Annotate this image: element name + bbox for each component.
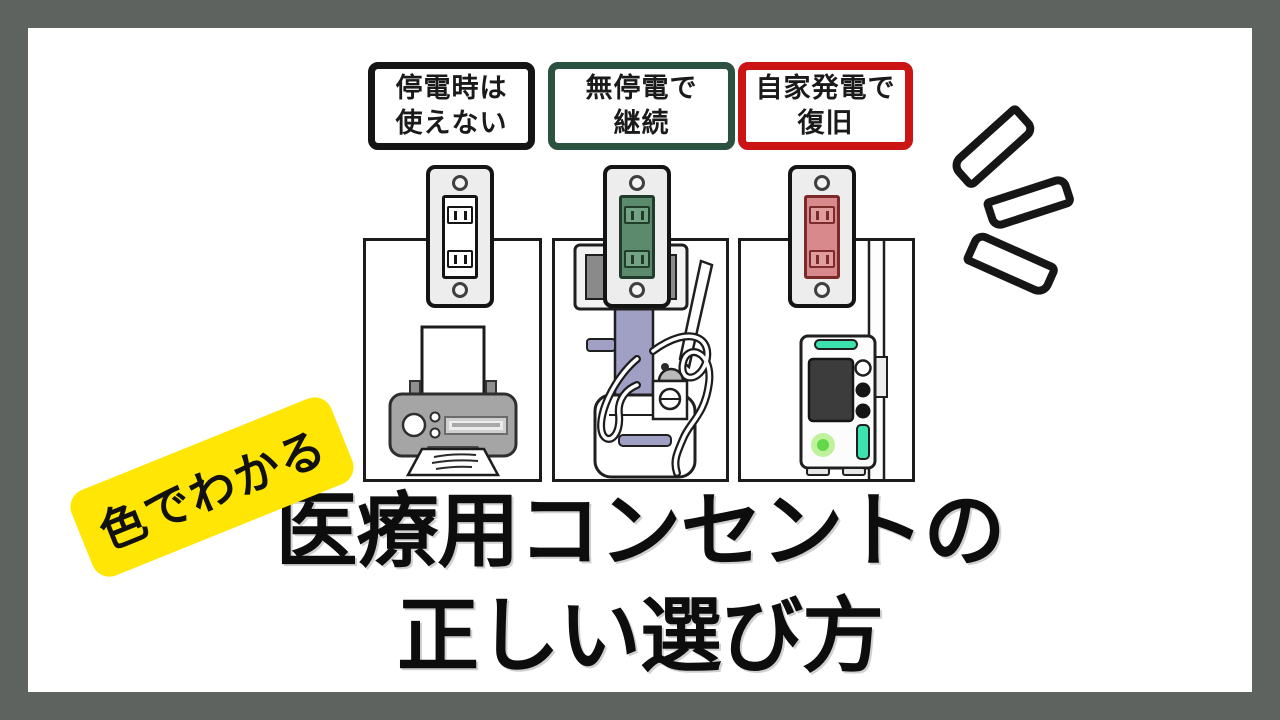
screw-icon [814, 282, 830, 298]
label-text: 停電時は [395, 72, 508, 103]
outlet-socket [804, 195, 840, 279]
outlet-socket [619, 195, 655, 279]
screw-icon [629, 175, 645, 191]
infusion-pump-illustration [799, 241, 888, 479]
screw-icon [814, 175, 830, 191]
label-power-outage-unusable: 停電時は 使えない [368, 62, 535, 150]
label-text: 無停電で [585, 72, 698, 103]
emphasis-stroke-icon [961, 228, 1061, 300]
receptacle [624, 206, 650, 224]
printer-illustration [388, 325, 518, 477]
outlet-red-emergency [788, 165, 856, 308]
label-text: 復旧 [797, 108, 854, 138]
page-title: 医療用コンセントの 正しい選び方 [28, 480, 1252, 690]
screw-icon [629, 282, 645, 298]
canvas: 停電時は 使えない 無停電で 継続 自家発電で 復旧 [28, 28, 1252, 692]
receptacle [624, 250, 650, 268]
receptacle [809, 206, 835, 224]
label-text: 継続 [613, 108, 670, 138]
screw-icon [452, 175, 468, 191]
label-text: 自家発電で [755, 72, 896, 103]
label-text: 使えない [395, 108, 508, 138]
emphasis-stroke-icon [982, 173, 1076, 232]
receptacle [809, 250, 835, 268]
label-ups-continues: 無停電で 継続 [548, 62, 735, 150]
receptacle [447, 206, 473, 224]
receptacle [447, 250, 473, 268]
outlet-white-general [426, 165, 494, 308]
outlet-green-ups [603, 165, 671, 308]
outlet-socket [442, 195, 478, 279]
title-line-1: 医療用コンセントの [275, 486, 1005, 577]
emphasis-stroke-icon [946, 102, 1040, 192]
screw-icon [452, 282, 468, 298]
title-line-2: 正しい選び方 [396, 590, 884, 682]
label-generator-restores: 自家発電で 復旧 [738, 62, 913, 150]
